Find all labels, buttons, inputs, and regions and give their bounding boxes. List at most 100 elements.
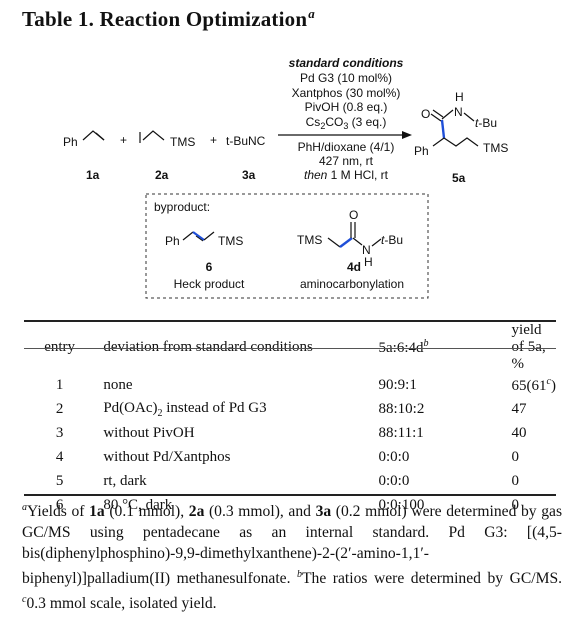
table-bottom-rule <box>24 494 556 496</box>
yield-cell: 0 <box>511 496 520 513</box>
table-row: 6 80 °C, dark 0:0:100 0 <box>24 493 556 517</box>
amide-new-bond <box>339 237 353 248</box>
entry-cell: 6 <box>55 496 64 513</box>
condition-acid: PivOH (0.8 eq.) <box>305 100 388 114</box>
ratio-cell: 88:10:2 <box>378 400 425 417</box>
amide-h-label: H <box>364 255 373 269</box>
plus-sign-1: + <box>120 133 127 147</box>
product-h-label: H <box>455 90 464 104</box>
footnote-b-mark: b <box>297 569 303 581</box>
entry-cell: 3 <box>55 424 64 441</box>
isocyanide-label: t-BuNC <box>226 134 266 148</box>
styrene-vinyl-bond <box>82 130 105 141</box>
deviation-cell: without PivOH <box>103 424 195 441</box>
condition-solvent: PhH/dioxane (4/1) <box>298 140 395 154</box>
table-row: 4 without Pd/Xantphos 0:0:0 0 <box>24 445 556 469</box>
footnote-a-text-3: (0.3 mmol), and <box>204 503 316 521</box>
condition-light: 427 nm, rt <box>319 154 374 168</box>
ratio-cell: 90:9:1 <box>378 376 417 393</box>
table-header-rule <box>24 348 556 349</box>
entry-cell: 1 <box>55 376 64 393</box>
header-yield: yield of 5a, % <box>511 322 546 372</box>
amide-n-tbu-bond <box>371 238 382 247</box>
styrene-double-bond <box>95 132 105 141</box>
yield-cell: 40 <box>511 424 527 441</box>
condition-catalyst: Pd G3 (10 mol%) <box>300 71 392 85</box>
heck-bond-1 <box>182 231 194 241</box>
table-row: 2 Pd(OAc)2 instead of Pd G3 88:10:2 47 <box>24 397 556 421</box>
ratio-cell: 88:11:1 <box>378 424 424 441</box>
table-title-text: Table 1. Reaction Optimization <box>22 7 308 31</box>
amide-number: 4d <box>347 260 361 274</box>
product-n-label: N <box>454 105 463 119</box>
compound-label-5a: 5a <box>452 171 466 185</box>
product-ph-label: Ph <box>414 144 429 158</box>
deviation-cell: rt, dark <box>103 472 147 489</box>
amide-bond-1 <box>327 237 341 248</box>
yield-cell: 0 <box>511 472 520 489</box>
heck-number: 6 <box>206 260 213 274</box>
ratio-cell: 0:0:0 <box>378 472 410 489</box>
condition-ligand: Xantphos (30 mol%) <box>292 86 401 100</box>
amide-tms-label: TMS <box>297 233 322 247</box>
product-tms-label: TMS <box>483 141 508 155</box>
heck-bond-3 <box>203 231 215 241</box>
table-header-row: entry deviation from standard conditions… <box>24 322 556 373</box>
footnote-a-compound-1a: 1a <box>89 503 105 521</box>
heck-double-bond <box>192 231 205 241</box>
table-title-footnote-mark: a <box>308 6 315 21</box>
byproduct-heading: byproduct: <box>154 200 210 214</box>
ratio-cell: 0:0:0 <box>378 448 410 465</box>
ratio-cell: 0:0:100 <box>378 496 425 513</box>
product-chain-bond <box>443 137 479 147</box>
deviation-cell: without Pd/Xantphos <box>103 448 231 465</box>
iodide-chain-bond <box>142 130 165 141</box>
yield-cell: 47 <box>511 400 527 417</box>
condition-workup: then 1 M HCl, rt <box>304 168 389 182</box>
product-carbonyl-bond-2 <box>432 109 444 118</box>
product-tbu-label: t-Bu <box>475 116 497 130</box>
product-carbonyl-bond <box>430 113 442 122</box>
footnote-a-text-1: Yields of <box>27 503 90 521</box>
footnote-c-text: 0.3 mmol scale, isolated yield. <box>26 595 217 613</box>
deviation-cell: 80 °C, dark <box>103 496 173 513</box>
compound-label-2a: 2a <box>155 168 169 182</box>
footnote-a-compound-3a: 3a <box>315 503 332 521</box>
entry-cell: 4 <box>55 448 64 465</box>
entry-cell: 5 <box>55 472 64 489</box>
amide-n-label: N <box>362 243 371 257</box>
iodide-tms-label: TMS <box>170 135 195 149</box>
reaction-scheme: Ph + TMS + t-BuNC 1a 2a 3a 5a standard c… <box>63 56 508 299</box>
heck-double-bond-2 <box>195 235 204 242</box>
heck-ph-label: Ph <box>165 234 180 248</box>
reaction-arrowhead <box>402 131 412 139</box>
plus-sign-2: + <box>210 133 217 147</box>
condition-base: Cs2CO3 (3 eq.) <box>306 115 387 131</box>
yield-cell: 0 <box>511 448 520 465</box>
entry-cell: 2 <box>55 400 64 417</box>
header-deviation: deviation from standard conditions <box>103 339 313 355</box>
table-footnotes: aYields of 1a (0.1 mmol), 2a (0.3 mmol),… <box>22 497 562 615</box>
heck-tms-label: TMS <box>218 234 243 248</box>
product-ph-bond <box>432 137 445 147</box>
results-table: entry deviation from standard conditions… <box>24 322 556 517</box>
product-o-label: O <box>421 107 430 121</box>
product-n-tbu-bond <box>463 112 475 122</box>
footnote-a-text-2: (0.1 mmol), <box>104 503 189 521</box>
table-title: Table 1. Reaction Optimizationa <box>22 6 315 32</box>
table-row: 1 none 90:9:1 65(61c) <box>24 373 556 397</box>
table-row: 5 rt, dark 0:0:0 0 <box>24 469 556 493</box>
compound-label-1a: 1a <box>86 168 100 182</box>
amide-tbu-label: t-Bu <box>381 233 403 247</box>
amide-cn-bond <box>352 237 363 246</box>
footnote-a-compound-2a: 2a <box>188 503 205 521</box>
deviation-cell: none <box>103 376 133 393</box>
footnote-c-mark: c <box>22 594 27 606</box>
conditions-title: standard conditions <box>289 56 404 70</box>
heck-caption: Heck product <box>174 277 245 291</box>
deviation-cell: Pd(OAc)2 instead of Pd G3 <box>103 399 267 419</box>
footnote-a-mark: a <box>22 502 27 513</box>
footnote-a-text-4: (0.2 mmol) were determined by gas GC/MS … <box>22 503 563 588</box>
compound-label-3a: 3a <box>242 168 256 182</box>
byproduct-box <box>145 193 429 299</box>
